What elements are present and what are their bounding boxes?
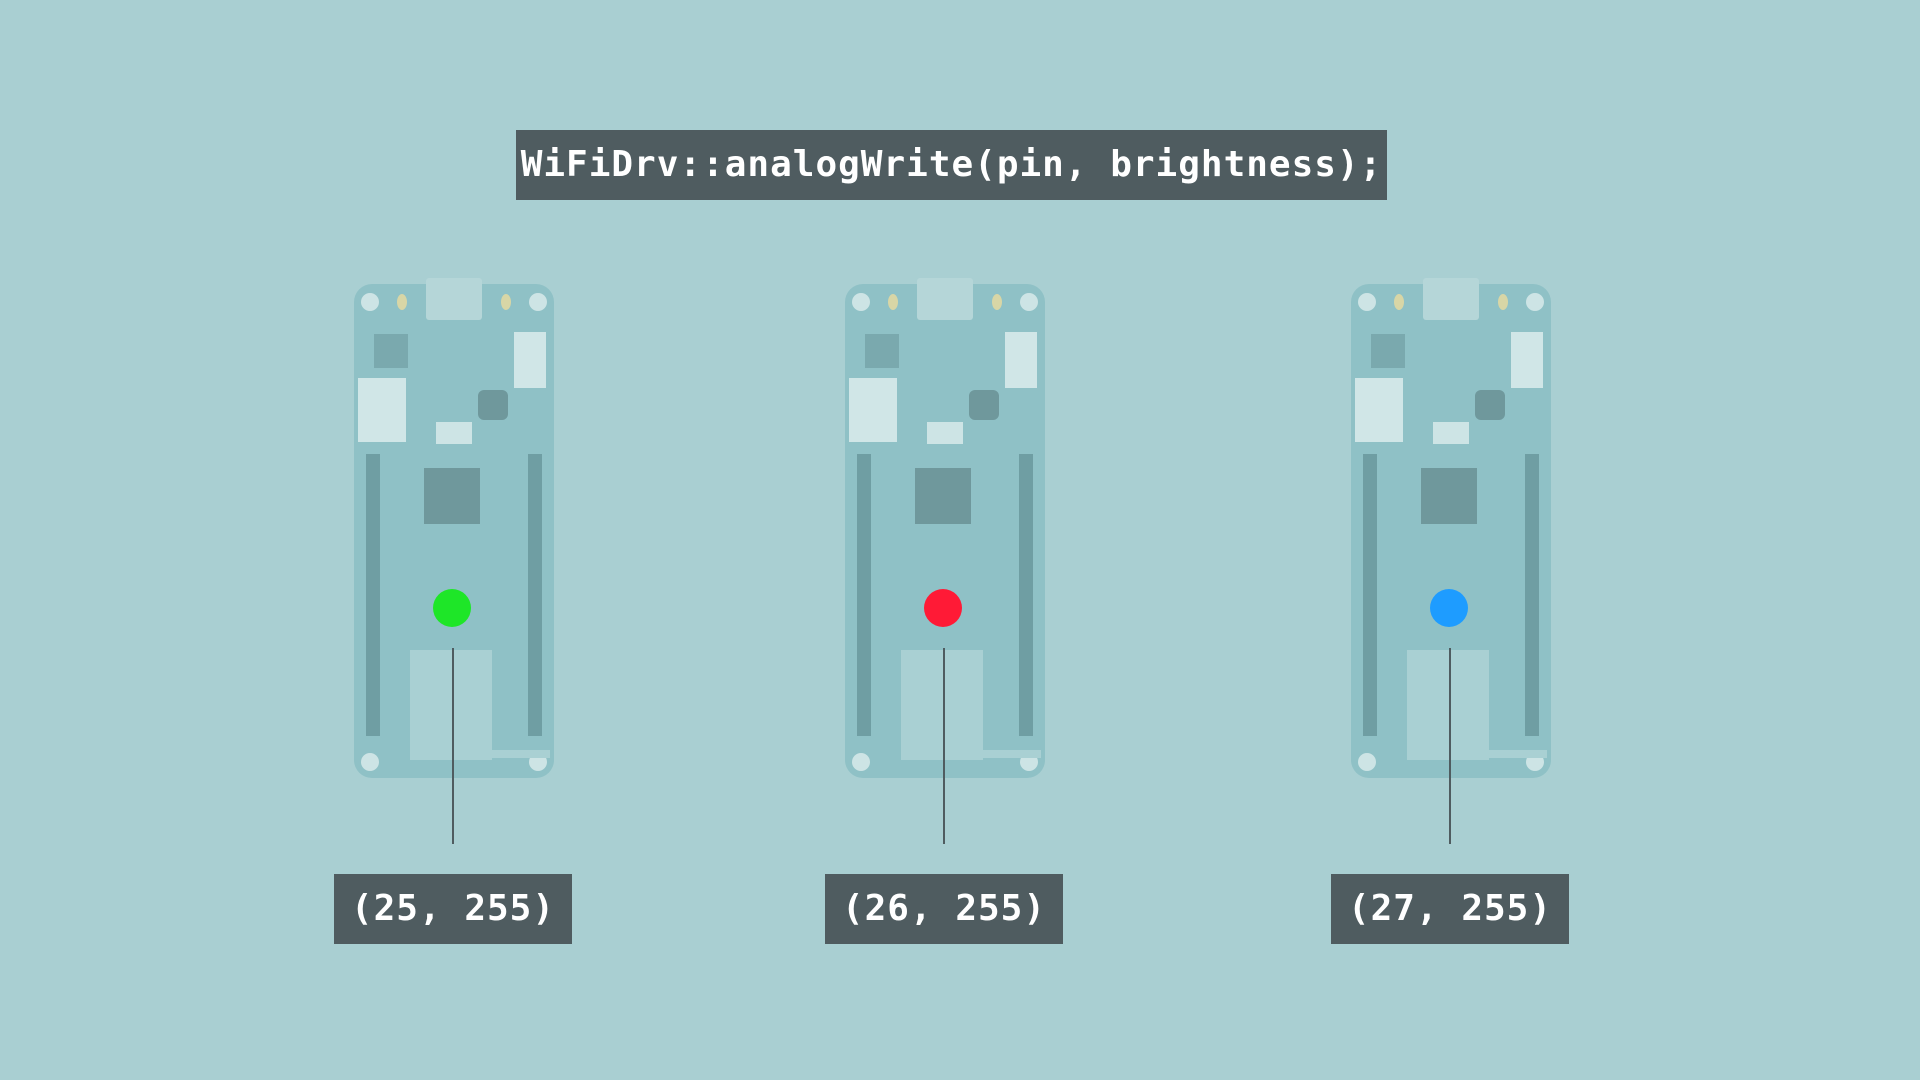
- board-1-pointer-line: [452, 648, 454, 844]
- board-2: [843, 278, 1047, 780]
- board-3-pointer-line: [1449, 648, 1451, 844]
- board-3: [1349, 278, 1553, 780]
- board-1-illustration: [354, 278, 554, 778]
- board-3-value-label: (27, 255): [1331, 874, 1569, 944]
- board-2-pointer-line: [943, 648, 945, 844]
- board-1-value-label: (25, 255): [334, 874, 572, 944]
- board-2-value-label: (26, 255): [825, 874, 1063, 944]
- board-1: [352, 278, 556, 780]
- board-3-illustration: [1351, 278, 1551, 778]
- board-2-illustration: [845, 278, 1045, 778]
- function-call-label: WiFiDrv::analogWrite(pin, brightness);: [516, 130, 1387, 200]
